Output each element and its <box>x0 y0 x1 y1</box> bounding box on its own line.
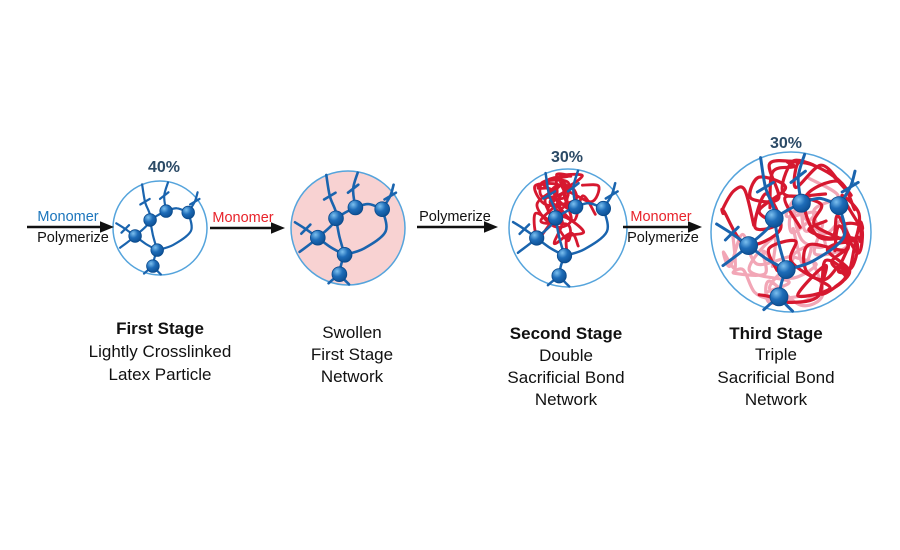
network-strand <box>156 211 193 252</box>
crosslink-sphere <box>764 208 784 228</box>
network-strand <box>343 207 388 257</box>
network-strand <box>383 191 398 201</box>
caption-line: Double <box>539 346 593 365</box>
caption-line: Network <box>745 390 808 409</box>
third-stage-caption: Third Stage Triple Sacrificial Bond Netw… <box>717 324 834 409</box>
arrow-head-icon <box>100 221 114 233</box>
crosslink-sphere <box>146 259 160 273</box>
crosslink-sphere <box>328 210 344 227</box>
crosslink-sphere <box>568 199 584 215</box>
crosslink-sphere <box>309 229 326 246</box>
crosslink-sphere <box>776 260 796 280</box>
crosslink-sphere <box>792 193 811 213</box>
caption-line: Swollen <box>322 323 382 342</box>
crosslink-sphere <box>829 196 849 216</box>
network-strand <box>158 191 170 200</box>
network-strand <box>518 223 531 236</box>
second-stage-percent-label: 30% <box>551 149 583 166</box>
crosslink-sphere <box>547 210 564 226</box>
caption-line: Triple <box>755 345 797 364</box>
sacrificial-chain <box>768 158 853 210</box>
caption-line: Sacrificial Bond <box>717 368 834 387</box>
arrow-top-label: Monomer <box>630 209 691 225</box>
crosslink-sphere <box>336 247 353 263</box>
arrow-monomer-2: Monomer <box>210 210 285 234</box>
crosslink-sphere <box>143 213 157 227</box>
arrow-top-label: Monomer <box>212 210 273 226</box>
third-stage-network-illustration <box>715 152 865 313</box>
crosslink-sphere <box>529 230 545 246</box>
arrow-bottom-label: Polymerize <box>37 230 109 246</box>
crosslink-sphere <box>556 248 573 264</box>
second-stage-caption: Second Stage Double Sacrificial Bond Net… <box>507 324 624 409</box>
first-stage-caption: First Stage Lightly Crosslinked Latex Pa… <box>89 319 232 384</box>
swollen-network-illustration <box>293 171 398 286</box>
caption-line: Lightly Crosslinked <box>89 342 232 361</box>
caption-title: Third Stage <box>729 324 823 343</box>
crosslink-sphere <box>551 268 567 284</box>
caption-line: Network <box>321 367 384 386</box>
network-strand <box>840 180 860 194</box>
sacrificial-chain <box>783 179 860 289</box>
arrow-polymerize-3: Polymerize <box>417 209 498 233</box>
network-strand <box>789 169 807 184</box>
first-stage-network-illustration <box>115 181 201 276</box>
crosslink-sphere <box>128 229 142 243</box>
third-stage-percent-label: 30% <box>770 135 802 152</box>
network-strand <box>566 181 580 193</box>
network-strand <box>784 204 847 272</box>
sacrificial-chain-faded <box>731 227 818 305</box>
network-strand <box>563 207 610 257</box>
arrow-head-icon <box>271 222 285 234</box>
network-strand <box>300 223 312 235</box>
arrow-head-icon <box>484 221 498 233</box>
caption-line: Latex Particle <box>109 365 212 384</box>
arrow-monomer-polymerize-4: Monomer Polymerize <box>623 209 702 246</box>
network-strand <box>604 190 619 200</box>
caption-line: Sacrificial Bond <box>507 368 624 387</box>
network-strand <box>189 197 201 206</box>
crosslink-sphere <box>769 287 789 307</box>
caption-title: First Stage <box>116 319 204 338</box>
caption-line: Network <box>535 390 598 409</box>
second-stage-network-illustration <box>511 169 619 288</box>
caption-line: First Stage <box>311 345 393 364</box>
swollen-caption: Swollen First Stage Network <box>311 323 393 386</box>
crosslink-sphere <box>150 243 164 257</box>
arrow-bottom-label: Polymerize <box>627 230 699 246</box>
first-stage-percent-label: 40% <box>148 159 180 176</box>
crosslink-sphere <box>595 200 612 217</box>
network-strand <box>139 197 151 206</box>
arrow-top-label: Polymerize <box>419 209 491 225</box>
crosslink-sphere <box>331 266 348 283</box>
network-strand <box>755 180 775 194</box>
arrow-top-label: Monomer <box>37 209 98 225</box>
crosslink-sphere <box>159 204 173 218</box>
sacrificial-chain <box>720 159 800 247</box>
crosslink-sphere <box>374 201 391 218</box>
network-strand <box>120 224 131 234</box>
arrow-monomer-polymerize-1: Monomer Polymerize <box>27 209 114 246</box>
crosslink-sphere <box>181 205 195 220</box>
network-strand <box>322 191 337 201</box>
caption-title: Second Stage <box>510 324 622 343</box>
arrow-head-icon <box>688 221 702 233</box>
crosslink-sphere <box>347 199 364 216</box>
network-strand <box>723 225 740 242</box>
network-strand <box>346 183 360 194</box>
crosslink-sphere <box>739 236 758 256</box>
network-strand <box>541 190 557 200</box>
sacrificial-chain <box>757 221 864 305</box>
